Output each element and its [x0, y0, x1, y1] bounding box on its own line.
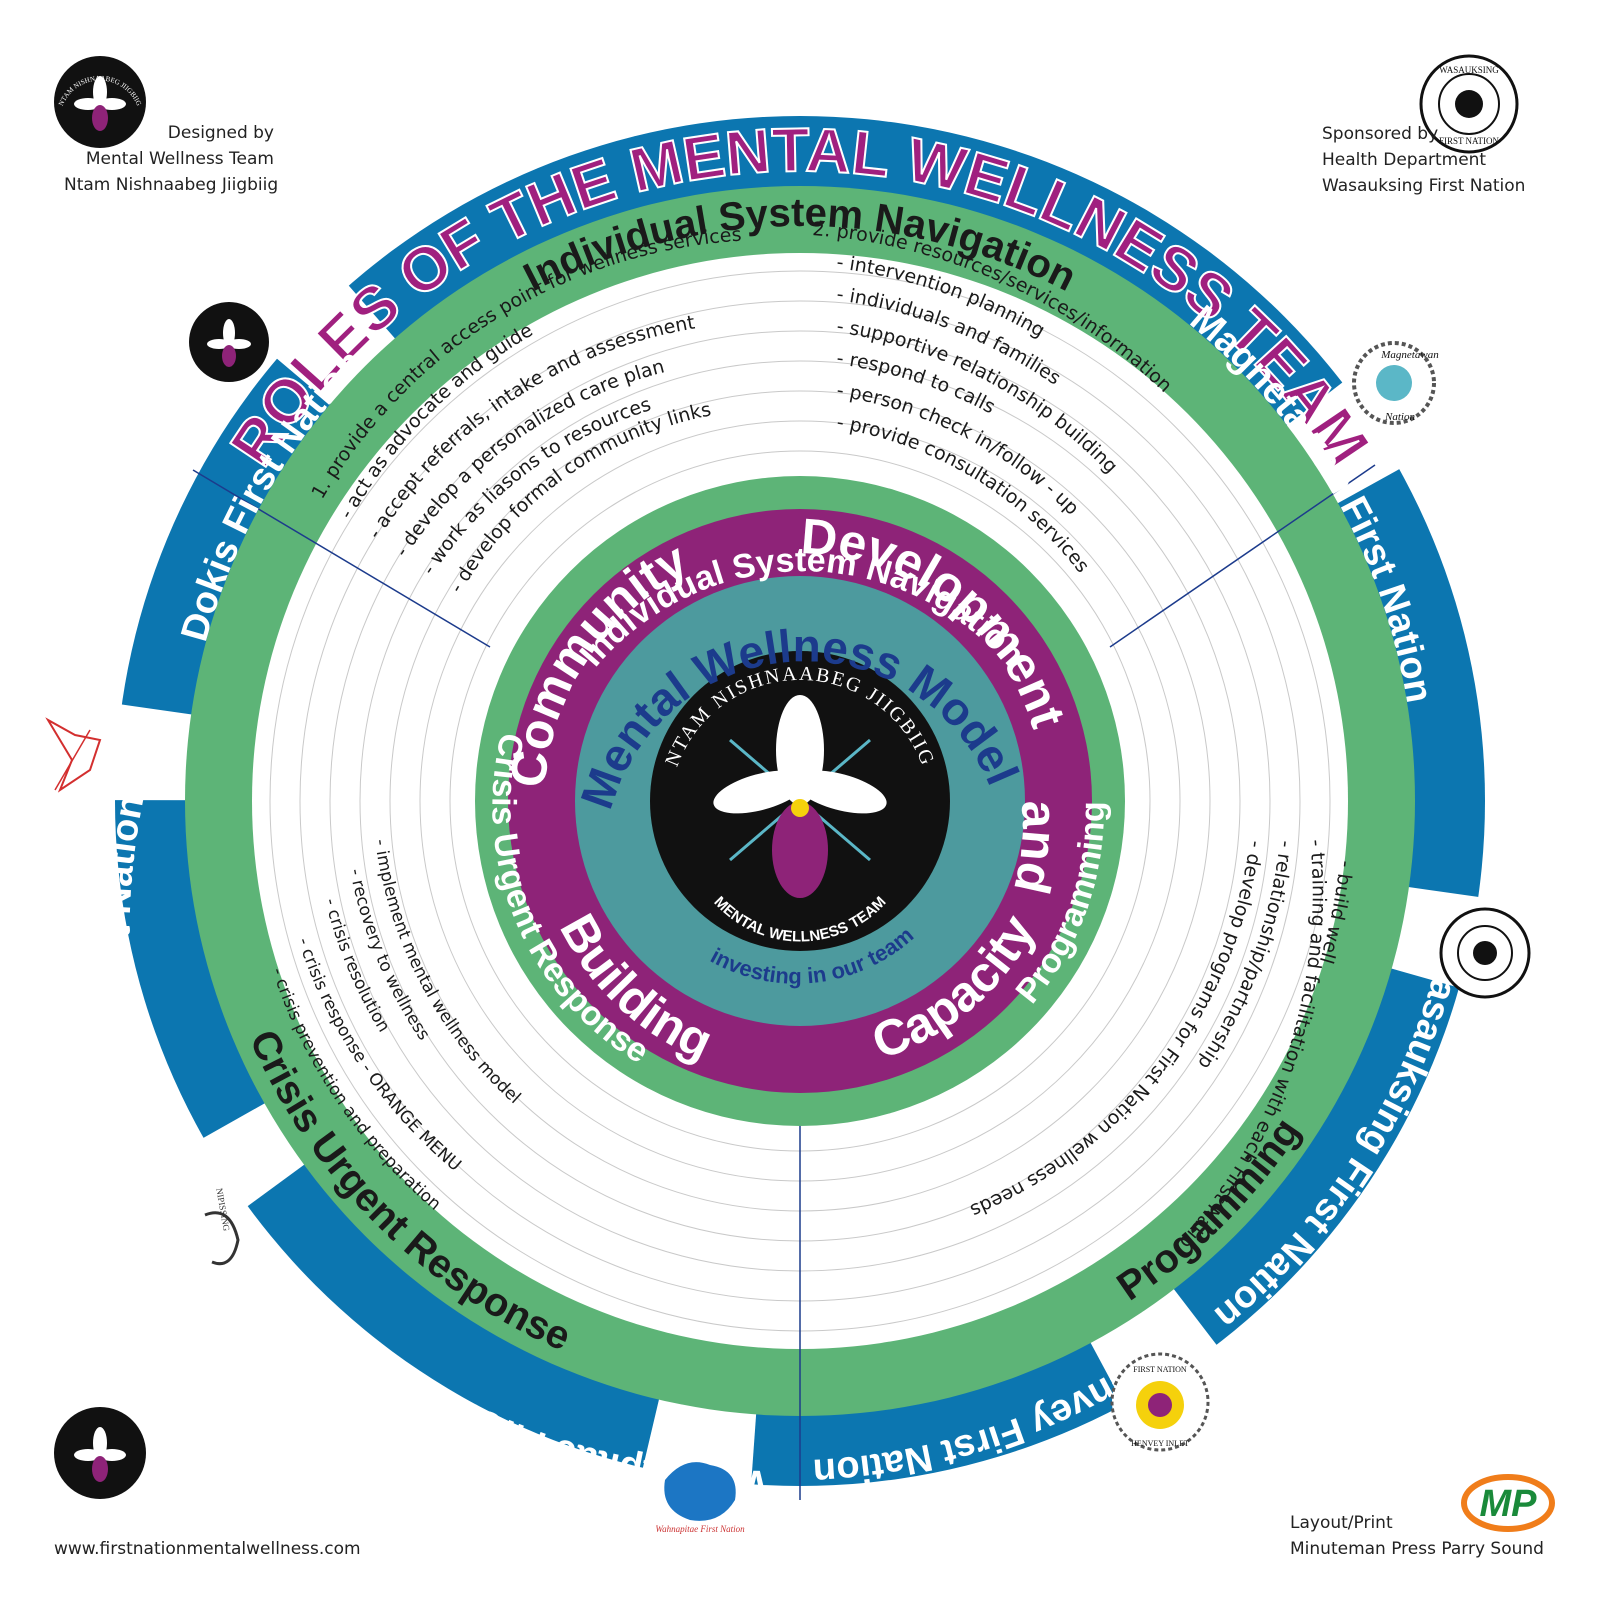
svg-text:MP: MP: [1480, 1483, 1538, 1525]
sponsored-by: Sponsored by Health Department Wasauksin…: [1322, 121, 1562, 199]
designed-by-line-1: Designed by: [167, 123, 274, 143]
wasauksing-seal-2: [1439, 907, 1531, 999]
henvey-seal: FIRST NATION HENVEY INLET: [1110, 1352, 1210, 1452]
sponsored-by-line-3: Wasauksing First Nation: [1322, 176, 1526, 196]
layout-print-line-2: Minuteman Press Parry Sound: [1290, 1539, 1544, 1559]
designed-by-line-3: Ntam Nishnaabeg Jiigbiig: [64, 175, 279, 195]
svg-text:Magnetawan: Magnetawan: [1380, 349, 1439, 361]
svg-text:HENVEY INLET: HENVEY INLET: [1131, 1439, 1189, 1448]
svg-text:WASAUKSING: WASAUKSING: [1439, 65, 1499, 75]
purple-and: and: [1003, 799, 1068, 899]
svg-text:Wahnapitae First Nation: Wahnapitae First Nation: [655, 1524, 745, 1534]
designed-by: Designed by Mental Wellness Team Ntam Ni…: [64, 120, 279, 198]
designed-by-line-2: Mental Wellness Team: [85, 149, 274, 169]
logo-ring-small: [189, 302, 269, 382]
sponsored-by-line-2: Health Department: [1322, 150, 1487, 170]
minuteman-press-logo: MP: [1461, 1474, 1555, 1532]
svg-text:FIRST NATION: FIRST NATION: [1133, 1365, 1187, 1374]
sponsored-by-line-1: Sponsored by: [1322, 124, 1439, 144]
svg-text:Nation: Nation: [1384, 411, 1415, 423]
svg-text:FIRST NATION: FIRST NATION: [1439, 136, 1500, 146]
dokis-seal: [45, 717, 102, 793]
layout-print: Layout/Print Minuteman Press Parry Sound: [1290, 1510, 1544, 1562]
lady-slipper-flower-icon: [713, 695, 887, 898]
magnetawan-seal: Magnetawan Nation: [1352, 341, 1439, 425]
wasauksing-seal: WASAUKSING FIRST NATION: [1419, 54, 1519, 154]
wahnapitae-seal: Wahnapitae First Nation: [655, 1462, 745, 1534]
logo-bottom-left: [54, 1407, 146, 1499]
sector-dividers: [192, 464, 1376, 1500]
logo-top-left: NTAM NISHNAABEG JIIGBIIG: [54, 56, 146, 148]
layout-print-line-1: Layout/Print: [1290, 1513, 1393, 1533]
website-link[interactable]: www.firstnationmentalwellness.com: [54, 1539, 361, 1559]
